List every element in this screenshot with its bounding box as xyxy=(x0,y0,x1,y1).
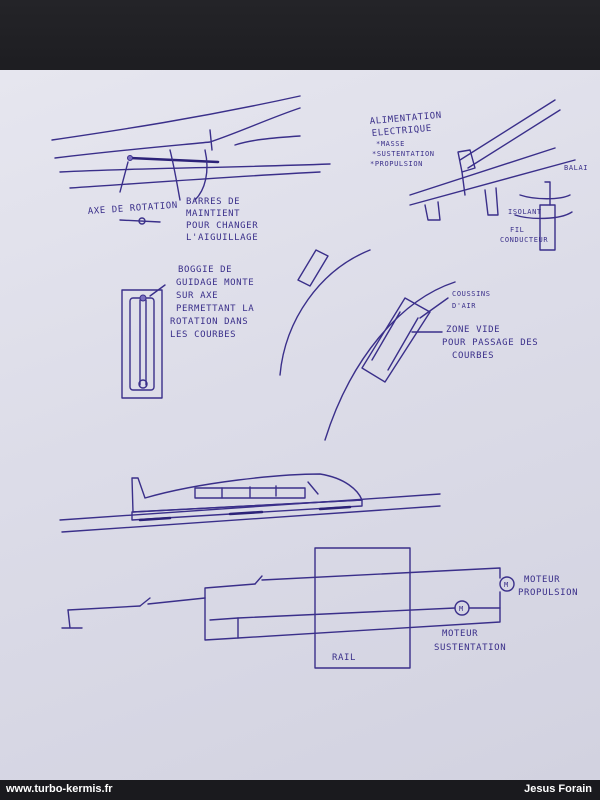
train-sketch xyxy=(59,473,441,533)
circuit-sketch: M M MOTEUR PROPULSION MOTEUR SUSTENTATIO… xyxy=(61,547,578,669)
cushion-label-1: COUSSINS xyxy=(452,290,491,298)
bogie-label-3: SUR AXE xyxy=(176,291,218,301)
motor-symbol-prop: M xyxy=(504,581,509,589)
bogie-label-4: PERMETTANT LA xyxy=(176,304,254,314)
axis-label: AXE DE ROTATION xyxy=(88,201,179,217)
power-label-5: *PROPULSION xyxy=(370,160,423,168)
empty-label-2: POUR PASSAGE DES xyxy=(442,338,538,348)
bars-label-2: MAINTIENT xyxy=(186,209,240,219)
cushion-label-2: D'AIR xyxy=(452,302,476,310)
curve-sketch: COUSSINS D'AIR ZONE VIDE POUR PASSAGE DE… xyxy=(279,249,538,441)
power-label-4: *SUSTENTATION xyxy=(372,150,435,158)
switch-sketch: AXE DE ROTATION BARRES DE MAINTIENT POUR… xyxy=(51,95,331,243)
motor-prop-label-1: MOTEUR xyxy=(524,575,560,585)
balai-label: BALAI xyxy=(564,164,588,172)
fil-label-1: FIL xyxy=(510,226,524,234)
empty-label-3: COURBES xyxy=(452,351,494,361)
empty-label-1: ZONE VIDE xyxy=(446,325,500,335)
website-label: www.turbo-kermis.fr xyxy=(6,783,113,795)
bogie-label-2: GUIDAGE MONTE xyxy=(176,278,254,288)
bogie-label-5: ROTATION DANS xyxy=(170,317,248,327)
power-rail-sketch: ALIMENTATION ELECTRIQUE *MASSE *SUSTENTA… xyxy=(369,99,588,251)
bars-label-4: L'AIGUILLAGE xyxy=(186,233,258,243)
rail-label: RAIL xyxy=(332,653,356,663)
bars-label-3: POUR CHANGER xyxy=(186,221,258,231)
motor-sust-label-1: MOTEUR xyxy=(442,629,478,639)
bogie-label-6: LES COURBES xyxy=(170,330,236,340)
bogie-sketch: BOGGIE DE GUIDAGE MONTE SUR AXE PERMETTA… xyxy=(121,265,254,399)
isolant-label: ISOLANT xyxy=(508,208,542,216)
paper-sheet xyxy=(0,70,600,780)
motor-prop-label-2: PROPULSION xyxy=(518,588,578,598)
bogie-label-1: BOGGIE DE xyxy=(178,265,232,275)
motor-symbol-sust: M xyxy=(459,605,464,613)
author-label: Jesus Forain xyxy=(524,783,592,795)
bars-label-1: BARRES DE xyxy=(186,197,240,207)
motor-sust-label-2: SUSTENTATION xyxy=(434,643,506,653)
fil-label-2: CONDUCTEUR xyxy=(500,236,548,244)
footer-bar: www.turbo-kermis.fr Jesus Forain xyxy=(0,780,600,800)
power-label-3: *MASSE xyxy=(376,140,405,148)
